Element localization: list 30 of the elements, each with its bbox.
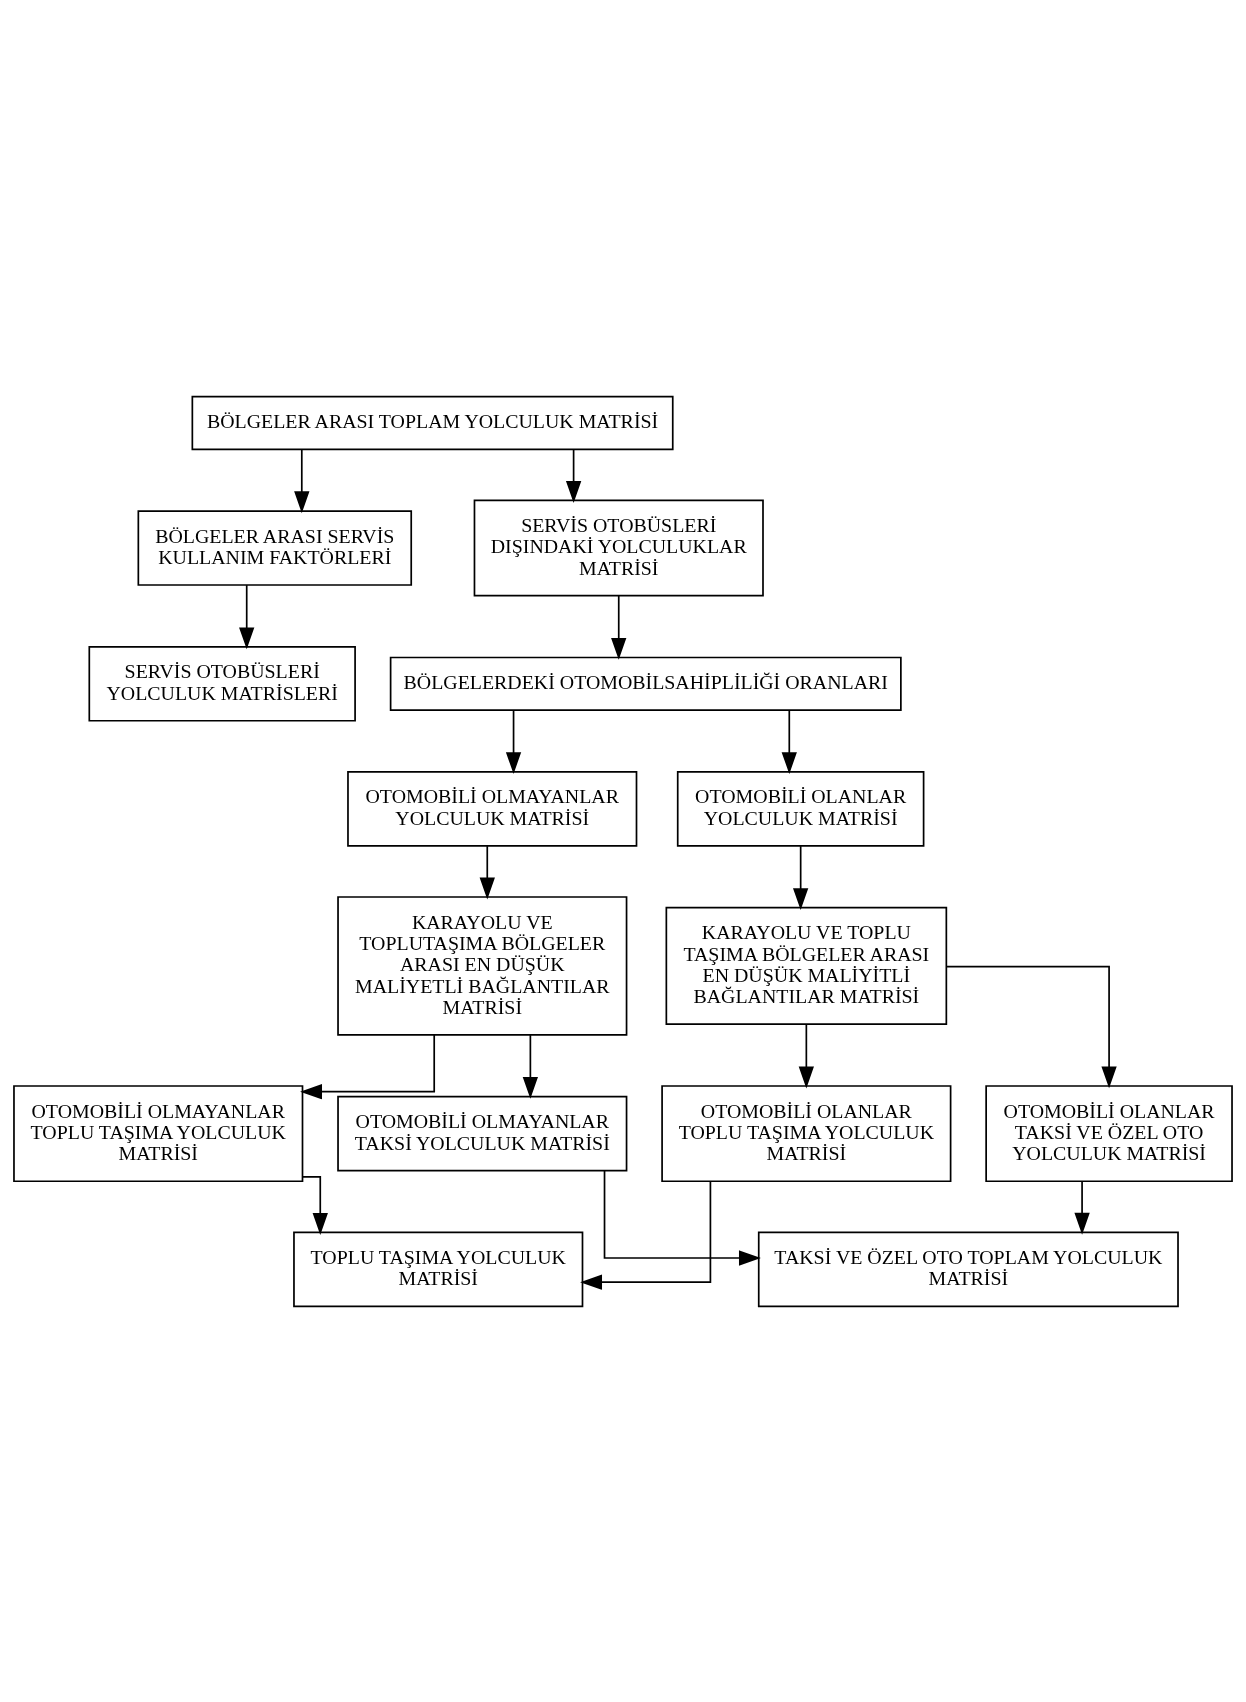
node-box: OTOMOBİLİ OLANLAR TOPLU TAŞIMA YOLCULUK MATRİSİ bbox=[661, 1084, 952, 1182]
node-box: KARAYOLU VE TOPLUTAŞIMA BÖLGELER ARASI EN DÜŞÜK MALİYETLİ BAĞLANTILAR MATRİSİ bbox=[337, 895, 628, 1036]
arrow bbox=[798, 1023, 814, 1088]
arrow bbox=[611, 594, 627, 660]
node-box: BÖLGELERDEKİ OTOMOBİLSAHİPLİLİĞİ ORANLARI bbox=[389, 656, 902, 711]
arrow bbox=[300, 1033, 436, 1099]
arrow bbox=[781, 708, 797, 774]
arrow bbox=[945, 965, 1117, 1088]
arrow bbox=[1074, 1180, 1090, 1235]
node-box: BÖLGELER ARASI SERVİS KULLANIM FAKTÖRLERİ bbox=[137, 509, 413, 586]
node-box: OTOMOBİLİ OLMAYANLAR TAKSİ YOLCULUK MATRİSİ bbox=[337, 1095, 628, 1171]
arrow bbox=[505, 708, 522, 774]
arrow bbox=[239, 583, 255, 649]
node-box: OTOMOBİLİ OLANLAR YOLCULUK MATRİSİ bbox=[676, 770, 925, 847]
node-box: SERVİS OTOBÜSLERİ YOLCULUK MATRİSLERİ bbox=[88, 645, 356, 722]
arrow bbox=[479, 844, 495, 900]
node-box: BÖLGELER ARASI TOPLAM YOLCULUK MATRİSİ bbox=[191, 395, 674, 450]
node-box: KARAYOLU VE TOPLU TAŞIMA BÖLGELER ARASI EN DÜŞÜK MALİYİTLİ BAĞLANTILAR MATRİSİ bbox=[665, 906, 948, 1025]
arrow bbox=[522, 1033, 539, 1099]
arrow bbox=[580, 1180, 712, 1290]
node-box: OTOMOBİLİ OLMAYANLAR YOLCULUK MATRİSİ bbox=[347, 770, 638, 847]
node-box: TAKSİ VE ÖZEL OTO TOPLAM YOLCULUK MATRİSİ bbox=[757, 1231, 1179, 1307]
node-box: OTOMOBİLİ OLANLAR TAKSİ VE ÖZEL OTO YOLCULUK MATRİSİ bbox=[985, 1084, 1233, 1182]
node-box: OTOMOBİLİ OLMAYANLAR TOPLU TAŞIMA YOLCULUK MATRİSİ bbox=[13, 1084, 304, 1182]
node-box: TOPLU TAŞIMA YOLCULUK MATRİSİ bbox=[293, 1231, 584, 1307]
arrow bbox=[565, 448, 582, 503]
arrow bbox=[793, 844, 809, 910]
arrow bbox=[603, 1169, 761, 1266]
arrow bbox=[294, 448, 310, 513]
node-box: SERVİS OTOBÜSLERİ DIŞINDAKİ YOLCULUKLAR MATRİSİ bbox=[473, 499, 764, 597]
